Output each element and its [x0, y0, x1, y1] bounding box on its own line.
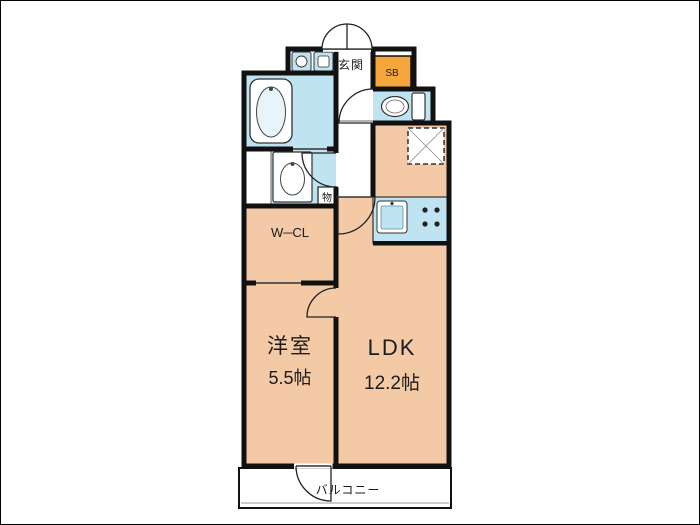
- western-room-size-label: 5.5帖: [268, 368, 311, 388]
- kitchen-faucet-icon: [390, 201, 394, 206]
- counter-edge-bar: [373, 241, 449, 246]
- toilet-seat-icon: [385, 99, 405, 114]
- western-room-label: 洋室: [267, 335, 313, 358]
- washroom-door-arc-icon: [301, 152, 337, 188]
- stove-burner-icon: [434, 221, 440, 227]
- interior-walls: [244, 49, 449, 466]
- stove-burner-icon: [434, 207, 440, 213]
- shoe-box: [372, 55, 412, 90]
- ldk-door-arc-icon: [337, 196, 376, 235]
- walls: [241, 46, 452, 469]
- utility-box-inner-icon: [317, 55, 330, 68]
- stove-burner-icon: [422, 221, 428, 227]
- shoe-box-label: SB: [385, 68, 399, 79]
- toilet-bowl-icon: [380, 95, 410, 118]
- western-room-area: [244, 283, 336, 466]
- toilet-tank-icon: [411, 92, 426, 121]
- ldk-label: LDK: [368, 335, 417, 360]
- door-arcs: [295, 23, 376, 502]
- bath-drain-icon: [269, 87, 273, 91]
- balcony-outline: [238, 467, 452, 509]
- toilet-door-arc-icon: [338, 88, 374, 124]
- walk-in-closet-area: [244, 206, 336, 283]
- vanity-faucet-icon: [290, 162, 295, 166]
- kitchen-sink-basin-icon: [380, 205, 404, 230]
- balcony-label: バルコニー: [316, 483, 381, 497]
- storage-label: 物: [322, 191, 332, 204]
- bathtub-inner-icon: [256, 86, 286, 138]
- vanity-basin-icon: [280, 162, 305, 196]
- walk-in-closet-label: W─CL: [271, 225, 309, 240]
- washer-drum-icon: [295, 55, 308, 68]
- stove-burner-icon: [422, 207, 428, 213]
- room-fills: [244, 49, 450, 466]
- ldk-size-label: 12.2帖: [364, 372, 420, 394]
- labels: 玄関 SB 物 W─CL 洋室 5.5帖 LDK 12.2帖 バルコニー: [267, 57, 420, 497]
- fixture-icons: [249, 51, 449, 246]
- western-room-door-arc-icon: [306, 287, 337, 318]
- balcony-area: [238, 467, 452, 509]
- fridge-cross-line: [407, 127, 445, 165]
- balcony-door-arc-icon: [295, 465, 332, 502]
- entrance-label: 玄関: [338, 57, 364, 72]
